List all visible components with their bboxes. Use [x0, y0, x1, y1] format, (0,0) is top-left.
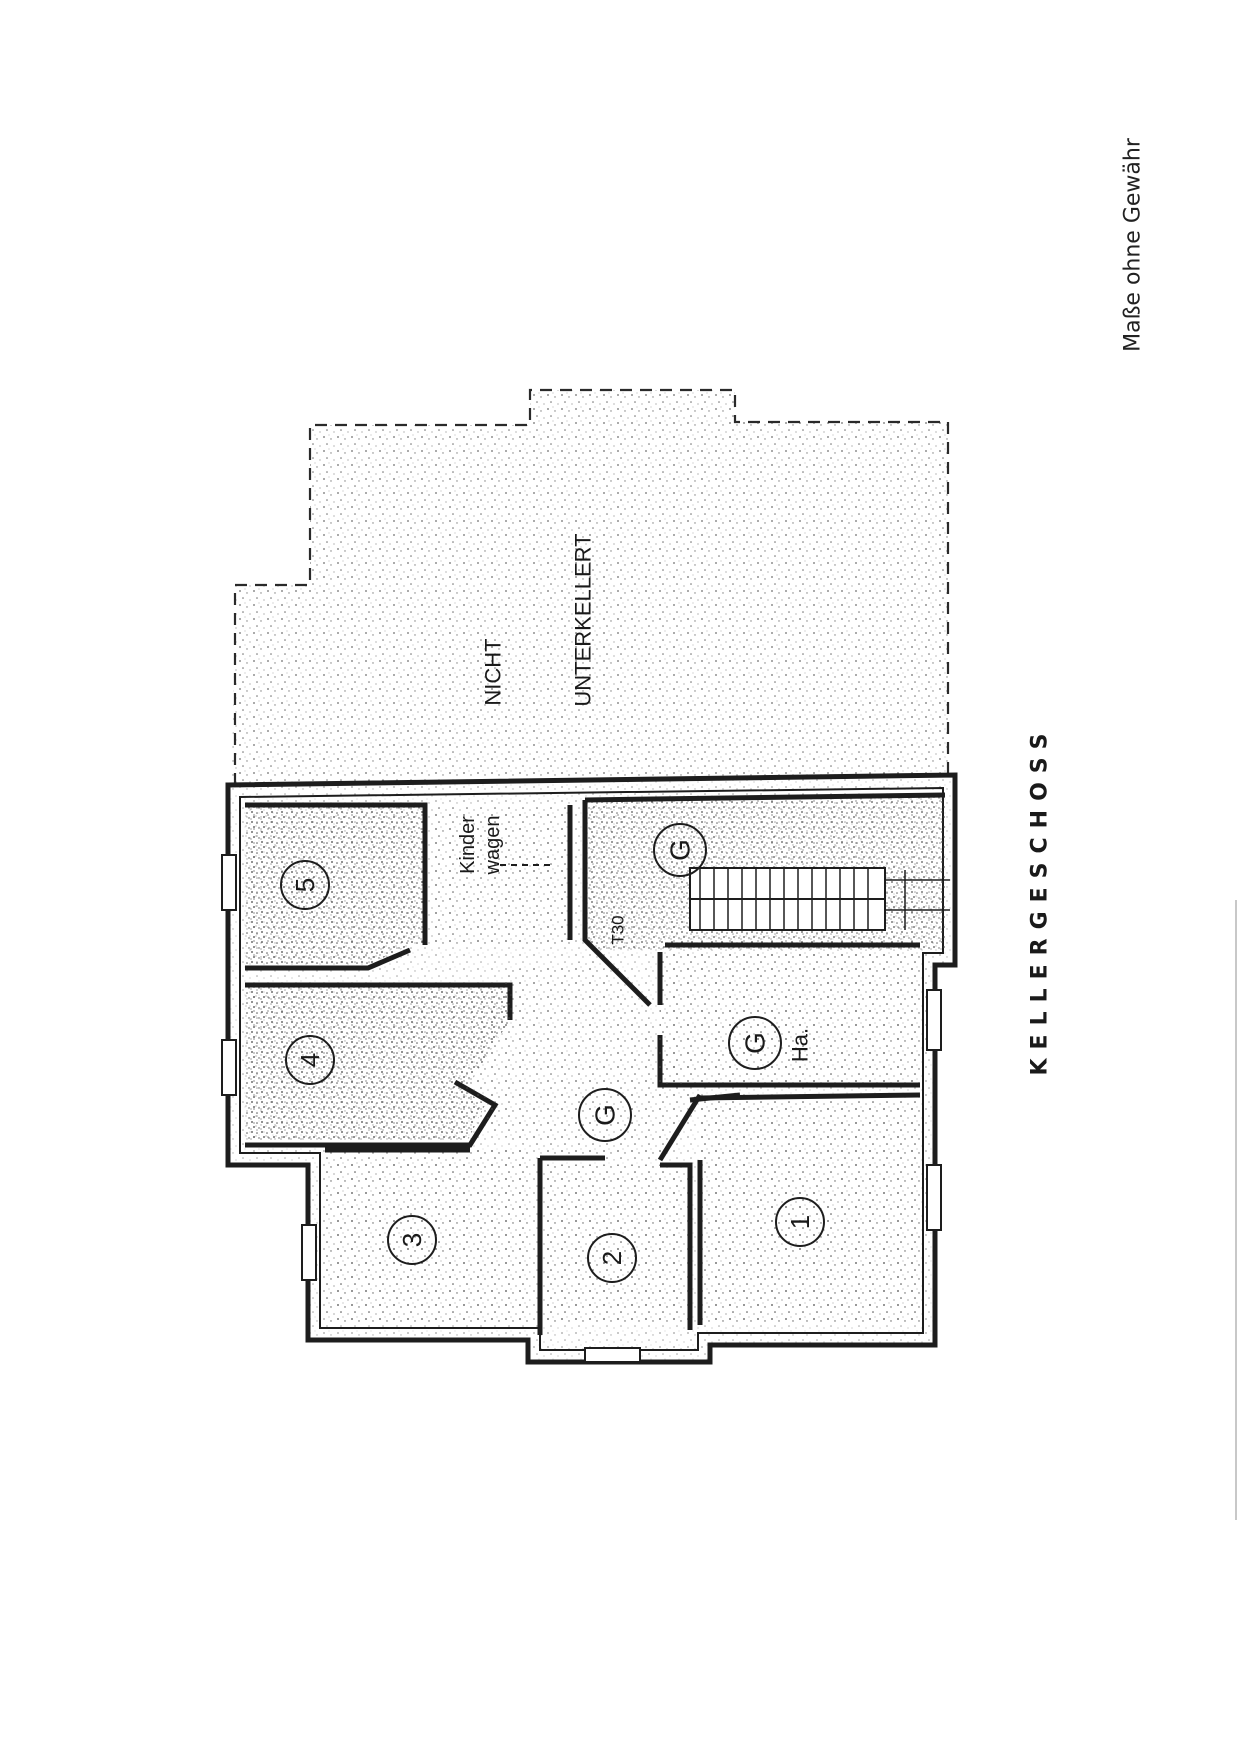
- room-4-number: 4: [295, 1053, 325, 1067]
- room-1-number: 1: [785, 1215, 815, 1229]
- hausanschluss-label: Ha.: [788, 1028, 813, 1062]
- stroller-storage: [430, 805, 573, 945]
- unexcavated-area: [232, 388, 950, 785]
- room-1: [697, 1092, 921, 1325]
- stroller-label-line1: Kinder: [457, 816, 479, 874]
- room-5: [245, 802, 428, 971]
- room-2-number: 2: [597, 1251, 627, 1265]
- door-rating-label: T30: [609, 915, 628, 944]
- room-3-number: 3: [397, 1233, 427, 1247]
- disclaimer-note: Maße ohne Gewähr: [1121, 137, 1146, 352]
- unexcavated-label-line2: UNTERKELLERT: [571, 533, 596, 706]
- staircase: [689, 867, 950, 931]
- stroller-label-line2: wagen: [482, 816, 504, 876]
- plan-heading: KELLERGESCHOSS: [1028, 725, 1053, 1076]
- unexcavated-label-line1: NICHT: [481, 638, 506, 705]
- corridor-g-marker: G: [590, 1104, 621, 1126]
- room-4: [245, 982, 513, 1148]
- room-hausanschluss: [657, 950, 920, 1088]
- room-5-number: 5: [290, 878, 320, 892]
- hausanschluss-g-marker: G: [740, 1032, 771, 1054]
- windows: [221, 854, 942, 1363]
- room-labels: 1 2 3 4 5 G G G Ha. T30 Kinder wagen NIC…: [280, 533, 825, 1283]
- room-2: [537, 1155, 693, 1335]
- room-3: [325, 1147, 530, 1325]
- stair-hall-g-marker: G: [665, 839, 696, 861]
